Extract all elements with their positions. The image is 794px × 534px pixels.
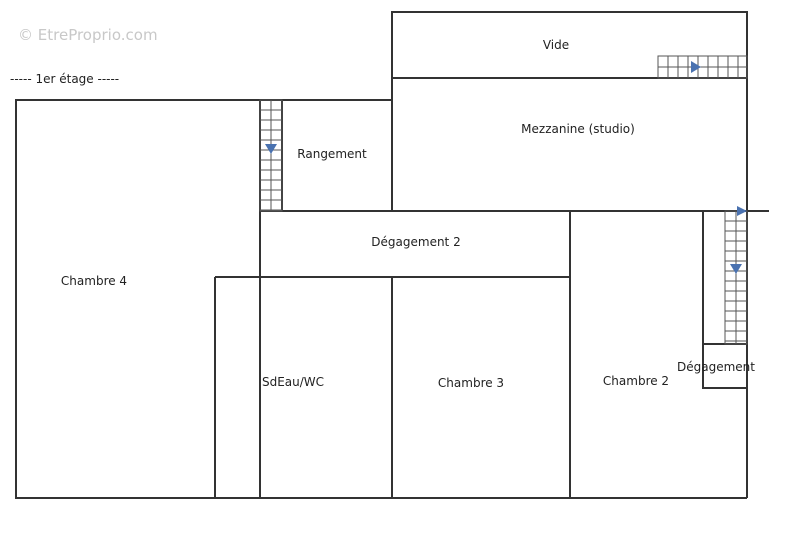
walls	[15, 11, 769, 499]
room-label-chambre4: Chambre 4	[61, 274, 127, 288]
room-label-rangement: Rangement	[297, 147, 367, 161]
stair-arrow-down-icon	[265, 144, 277, 154]
stair-left	[259, 99, 283, 212]
room-label-chambre3: Chambre 3	[438, 376, 504, 390]
stair-arrow-right-icon	[691, 61, 701, 73]
room-label-vide: Vide	[543, 38, 569, 52]
stair-arrow-right-icon	[737, 206, 747, 216]
room-label-degagement2: Dégagement 2	[371, 235, 460, 249]
stair-top	[657, 55, 748, 79]
watermark: © EtreProprio.com	[18, 26, 158, 44]
room-label-degagement: Dégagement	[677, 360, 755, 374]
room-label-sdeau: SdEau/WC	[262, 375, 324, 389]
wall-vide-mezzanine	[391, 11, 748, 212]
floor-label: ----- 1er étage -----	[10, 72, 119, 86]
stair-right	[724, 210, 748, 345]
room-label-mezzanine: Mezzanine (studio)	[521, 122, 635, 136]
wall-chambre4	[15, 99, 261, 499]
stair-arrow-down-icon	[730, 264, 742, 274]
room-label-chambre2: Chambre 2	[603, 374, 669, 388]
